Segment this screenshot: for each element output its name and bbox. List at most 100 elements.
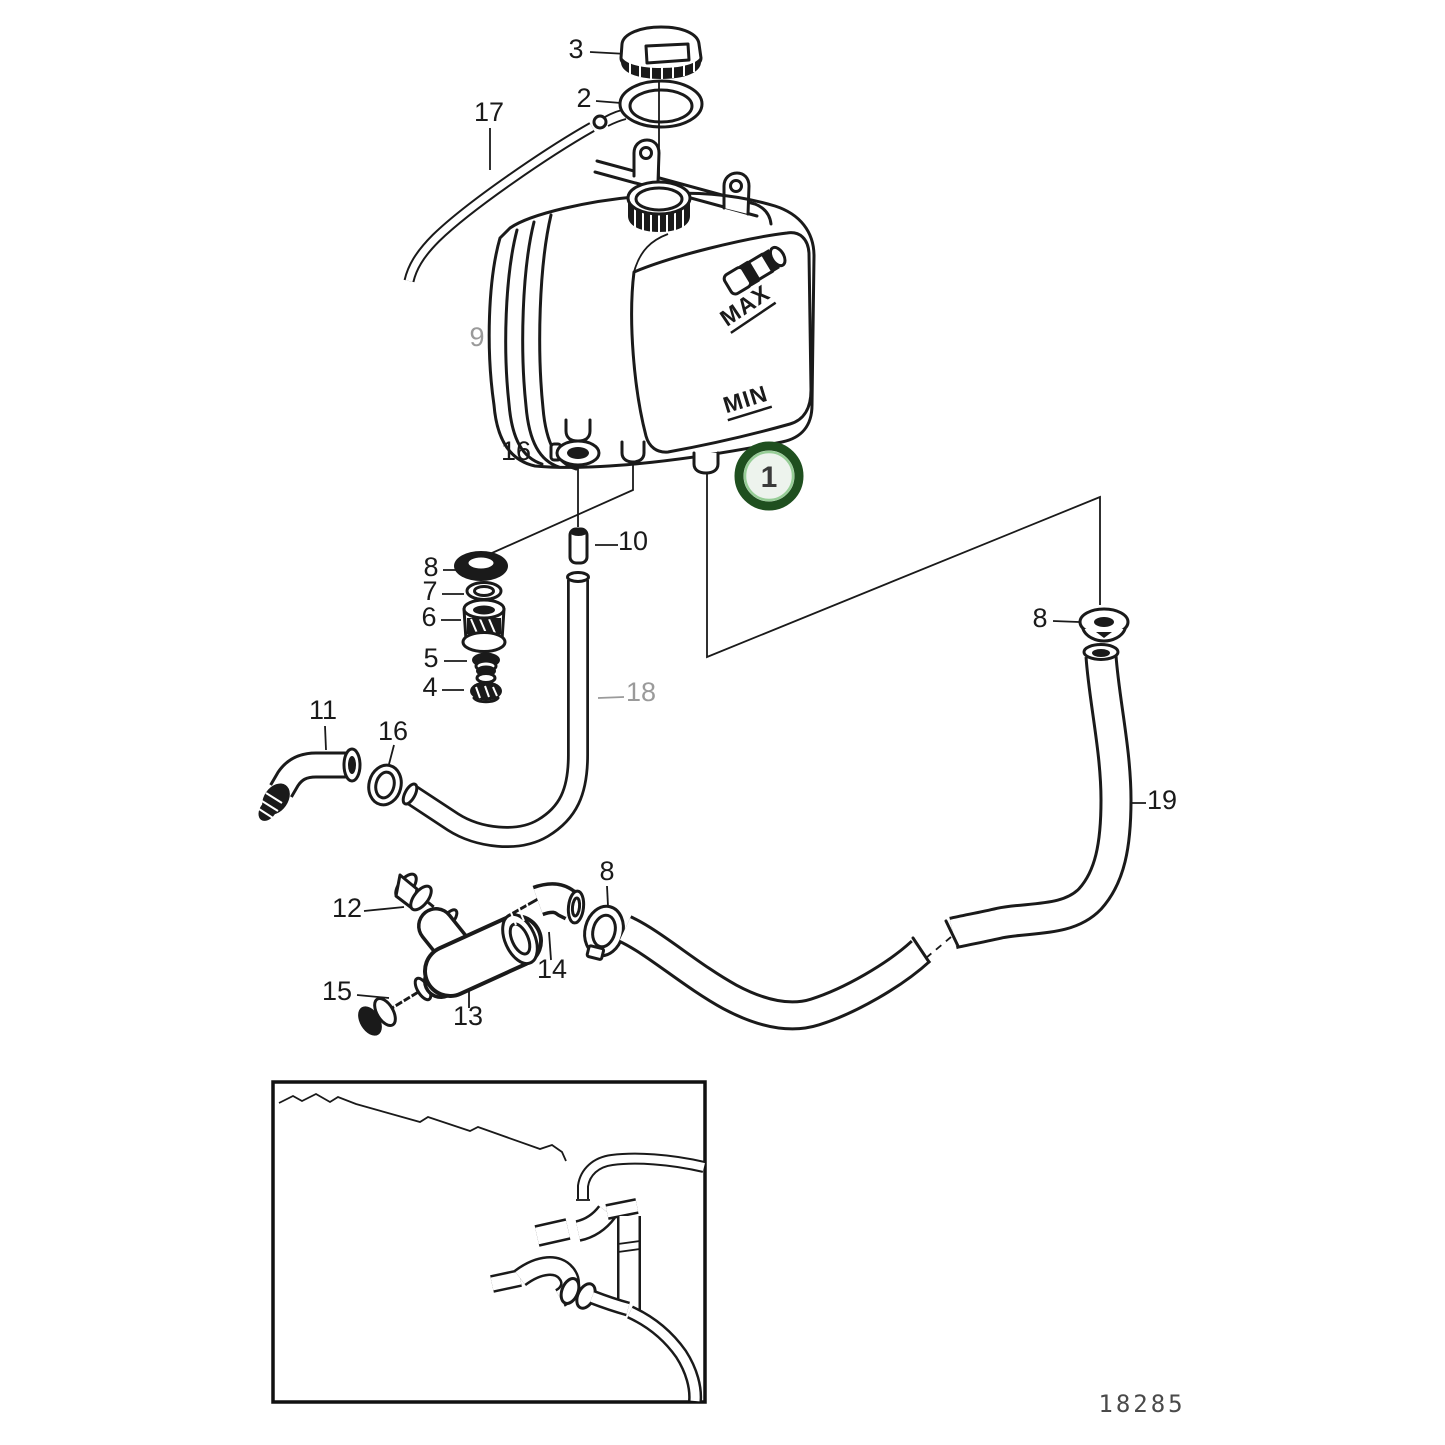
front-face-top-left-curve <box>633 233 669 273</box>
elbow14-body-i <box>533 885 579 918</box>
callout-labels: 3 2 17 9 16 10 8 7 6 5 4 18 11 16 12 15 … <box>309 34 1177 1031</box>
tank-port-left <box>564 418 592 443</box>
tank-port-middle <box>620 440 646 464</box>
cap-rib-lines <box>629 57 695 79</box>
part-1-expansion-tank: MAX MIN <box>487 138 816 475</box>
inset-lower-assembly <box>490 1256 703 1402</box>
leader-18 <box>597 696 625 699</box>
part-10-nipple <box>568 527 589 565</box>
callout-18: 18 <box>626 677 656 707</box>
mount-lug-left-hole <box>639 146 653 160</box>
elbow11-collar-hole <box>348 756 356 774</box>
part-8-flange-hole <box>465 554 497 572</box>
clamp16b-ring <box>367 763 403 807</box>
callout-1[interactable]: 1 <box>761 461 778 494</box>
part-5-seal <box>472 652 500 677</box>
inset-riser-band2 <box>617 1248 641 1253</box>
inset-connector-i <box>590 1292 630 1314</box>
drawing-number: 18285 <box>1098 1390 1185 1418</box>
sensor-plug-tip <box>768 245 787 268</box>
callout-8b: 8 <box>599 856 614 886</box>
inset-engine-contour <box>278 1092 567 1162</box>
valve-bottom-flange <box>461 631 507 653</box>
clamp16b-inner <box>374 770 396 800</box>
highlight-ring[interactable] <box>734 441 804 511</box>
part-13-tee <box>417 907 543 999</box>
leader-14 <box>548 931 552 961</box>
elbow14-flange-hole <box>570 896 582 918</box>
inset-mid-tube-i <box>535 1220 570 1245</box>
callout-16a: 16 <box>501 436 531 466</box>
part-8-clamp-mid <box>583 904 625 961</box>
part-4-connector <box>470 672 502 704</box>
nipple-top <box>570 528 587 536</box>
callout-15: 15 <box>322 976 352 1006</box>
part-16-clamp-hose <box>367 763 403 807</box>
callout-4: 4 <box>422 672 437 702</box>
strap-top-edge <box>595 159 773 226</box>
installation-inset <box>271 1080 707 1404</box>
leader-11 <box>324 725 327 751</box>
leader-2 <box>595 100 622 104</box>
part-16-clamp-tank <box>549 439 601 467</box>
leader-12 <box>363 906 405 912</box>
inset-top-hose-i <box>579 1154 705 1199</box>
min-underline <box>727 405 773 422</box>
tee13-body-i <box>427 918 539 994</box>
callout-8a: 8 <box>423 552 438 582</box>
inset-down-hose-i <box>628 1307 700 1402</box>
ring-outer <box>618 79 704 129</box>
leader-8b <box>606 885 609 907</box>
ring-inner <box>628 88 694 124</box>
hose-mid-fill <box>619 918 930 1028</box>
clamp8c-hole <box>1094 617 1114 627</box>
connector-thread-lines <box>475 685 498 699</box>
hose19-cut-end <box>944 919 960 948</box>
cap-front-tab <box>644 42 691 65</box>
callout-6: 6 <box>421 602 436 632</box>
callout-9: 9 <box>469 322 484 352</box>
part-3-filler-cap <box>619 25 703 79</box>
ring-tube-bead <box>592 114 608 130</box>
hose18-fill <box>407 580 587 846</box>
connector-bottom <box>472 696 500 704</box>
tank-port-right <box>692 451 720 475</box>
mount-lug-right-hole <box>729 179 743 193</box>
callout-14: 14 <box>537 954 567 984</box>
valve-stack <box>454 551 508 704</box>
highlight-halo <box>743 450 795 502</box>
clamp16a-hole <box>567 447 589 459</box>
tank-sensor-plug <box>722 245 787 296</box>
part-8-clamp-right <box>1078 607 1130 643</box>
callout-17: 17 <box>474 97 504 127</box>
callout-19: 19 <box>1147 785 1177 815</box>
elbow14-thread <box>506 897 540 918</box>
callout-3: 3 <box>568 34 583 64</box>
elbow11-thread-lines <box>258 792 283 819</box>
highlighted-part-marker[interactable]: 1 <box>734 441 804 511</box>
callout-8c: 8 <box>1032 603 1047 633</box>
hose18-top-cap <box>566 571 590 583</box>
callout-13: 13 <box>453 1001 483 1031</box>
hose19-top-bore <box>1092 649 1110 657</box>
callout-7: 7 <box>422 576 437 606</box>
leader-15 <box>356 994 390 999</box>
screw12-hex-front <box>409 884 433 912</box>
hose-mid-cut-end <box>911 936 931 964</box>
inset-top-hose <box>576 1152 706 1201</box>
clamp8b-inner <box>591 913 617 949</box>
sensor-plug-band1 <box>738 260 760 287</box>
neck-opening-inner <box>634 186 684 212</box>
inset-mid-assembly <box>534 1198 641 1310</box>
callout-16b: 16 <box>378 716 408 746</box>
ring-tube-bottom <box>607 118 627 127</box>
part-7-washer-hole <box>473 585 495 597</box>
inset-mid-elbow-i <box>575 1206 614 1240</box>
part-19-hose <box>944 643 1133 950</box>
part-18-hose <box>401 571 590 848</box>
valve-thread-lines <box>470 618 496 634</box>
part-11-elbow <box>258 747 362 821</box>
tank-front-face <box>630 231 813 454</box>
part-14-elbow <box>506 882 586 926</box>
